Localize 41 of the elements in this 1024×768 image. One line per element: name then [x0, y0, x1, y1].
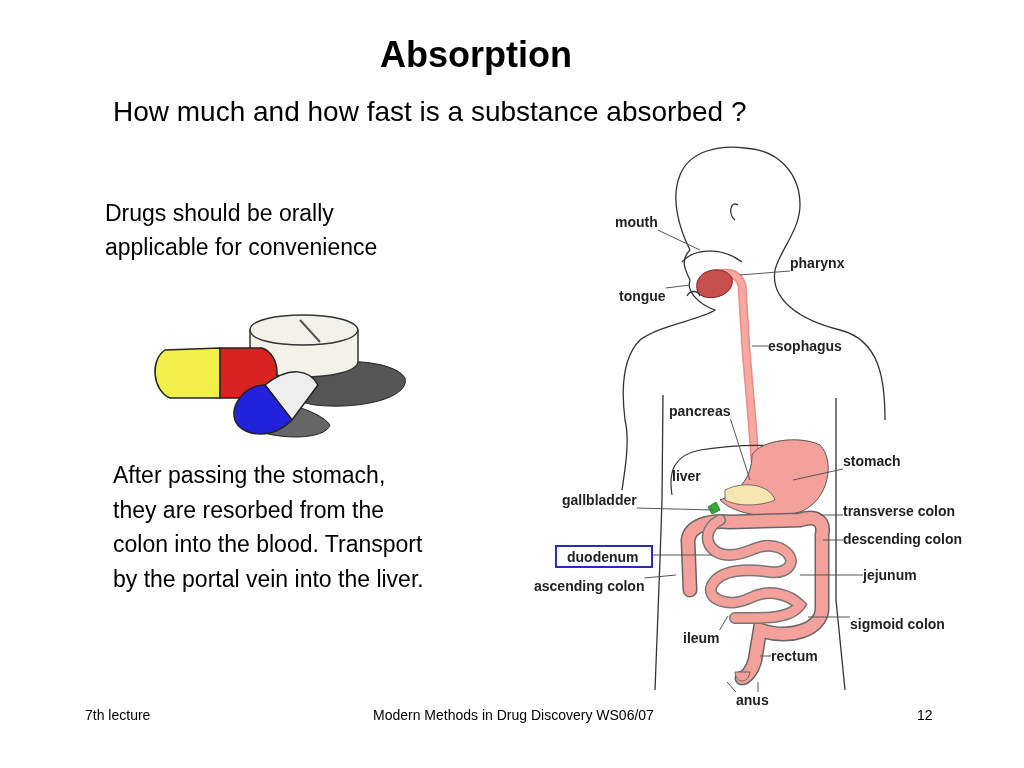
part-label: tongue: [619, 288, 666, 304]
part-label: esophagus: [768, 338, 842, 354]
leader-line: [751, 345, 769, 347]
part-label: pharynx: [790, 255, 845, 271]
part-label: ileum: [683, 630, 720, 646]
page-number: 12: [917, 706, 934, 724]
leader-line: [652, 554, 713, 556]
part-label: descending colon: [843, 531, 962, 547]
part-label: pancreas: [669, 403, 731, 419]
leader-line: [636, 507, 714, 511]
leader-line: [799, 574, 864, 576]
part-label: gallbladder: [562, 492, 637, 508]
part-label: jejunum: [863, 567, 917, 583]
part-label: sigmoid colon: [850, 616, 945, 632]
footer-text: 7th lecture: [85, 706, 152, 724]
leader-line: [807, 616, 851, 618]
leader-line: [792, 468, 844, 481]
part-label: mouth: [615, 214, 658, 230]
subtitle: How much and how fast is a substance absorbed ?: [113, 95, 748, 129]
leader-line: [657, 229, 701, 251]
footer-text: Modern Methods in Drug Discovery WS06/07: [373, 706, 655, 724]
leader-line: [739, 270, 791, 276]
leader-line: [643, 574, 677, 579]
slide-title: Absorption: [380, 34, 572, 76]
leader-line: [822, 539, 844, 541]
part-label: ascending colon: [534, 578, 645, 594]
part-label: rectum: [771, 648, 818, 664]
part-label: transverse colon: [843, 503, 956, 519]
leader-line: [726, 681, 737, 693]
leader-line: [759, 655, 772, 657]
part-label: stomach: [843, 453, 901, 469]
body-text: After passing the stomach, they are resorbed from the colon into the blood. Transport by the portal vein into the liver.: [113, 461, 425, 594]
highlighted-part-label: duodenum: [555, 545, 653, 568]
leader-line: [665, 284, 691, 289]
leader-line: [757, 681, 759, 693]
part-label: liver: [672, 468, 702, 484]
body-text: Drugs should be orally applicable for convenience: [105, 199, 379, 262]
leader-line: [819, 514, 844, 516]
part-label: anus: [736, 692, 769, 708]
leader-line: [730, 418, 751, 481]
leader-line: [719, 615, 729, 631]
